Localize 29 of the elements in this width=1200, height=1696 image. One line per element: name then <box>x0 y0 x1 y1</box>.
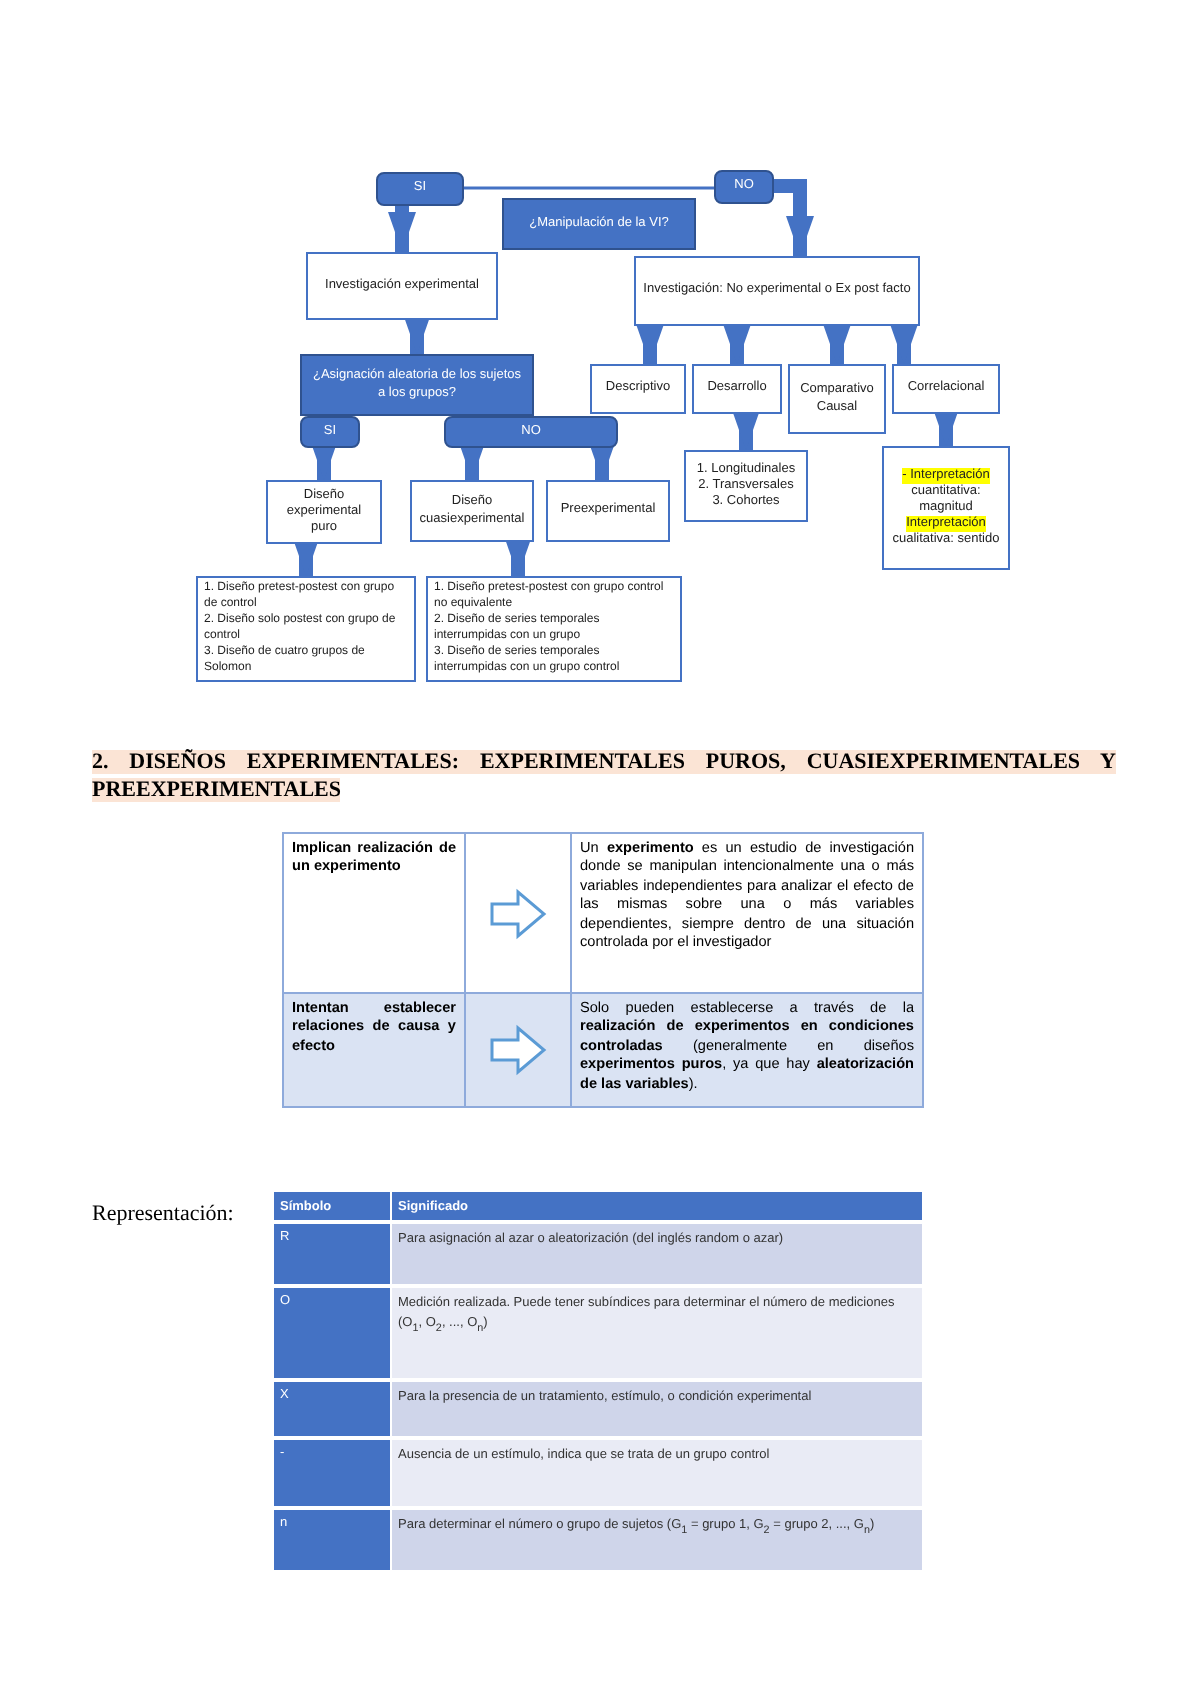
arrow <box>388 206 416 252</box>
answer-tab <box>376 172 464 206</box>
process-box <box>634 256 920 326</box>
process-box <box>196 576 416 682</box>
process-box <box>546 480 670 542</box>
process-box <box>306 252 498 320</box>
arrow <box>823 324 851 364</box>
answer-tab <box>300 416 360 448</box>
caption-text: Representación: <box>92 1202 234 1226</box>
question-box <box>300 354 534 416</box>
process-box <box>684 450 808 522</box>
section-heading: 2. DISEÑOS EXPERIMENTALES: EXPERIMENTALES PUROS, CUASIEXPERIMENTALES Y PREEXPERIMENTALES <box>92 748 1116 804</box>
arrow <box>723 324 751 364</box>
process-box <box>590 364 686 414</box>
process-box <box>266 480 382 544</box>
process-box <box>788 364 886 434</box>
process-box <box>410 480 534 542</box>
process-box <box>426 576 682 682</box>
process-box <box>882 446 1010 570</box>
process-box <box>692 364 782 414</box>
process-box <box>892 364 1000 414</box>
arrow <box>636 324 664 364</box>
connector-line <box>464 186 714 190</box>
arrow <box>732 410 760 450</box>
question-box <box>502 198 696 250</box>
arrow <box>890 324 918 364</box>
arrow <box>774 179 814 256</box>
answer-tab <box>714 170 774 204</box>
answer-tab <box>444 416 618 448</box>
